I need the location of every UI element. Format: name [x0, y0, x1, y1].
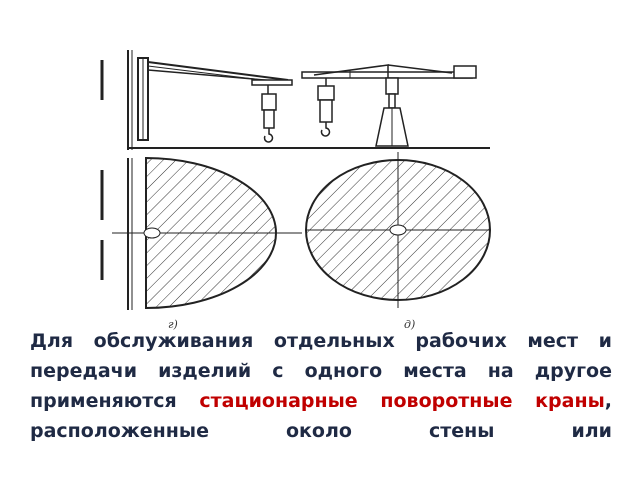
- pillar-crane: [301, 64, 477, 147]
- caption-paragraph: Для обслуживания отдельных рабочих мест …: [30, 326, 612, 446]
- caption-text-part2: , расположенные около стены или: [30, 390, 612, 442]
- crane-diagram: г) д): [100, 50, 491, 330]
- wall-jib-crane: [137, 57, 293, 143]
- service-area-semicircle: [112, 156, 302, 310]
- caption-highlight: стационарные поворотные краны: [199, 390, 605, 412]
- caption-text-part1: Для обслуживания отдельных рабочих мест …: [30, 330, 612, 412]
- service-area-circle: [305, 152, 491, 308]
- figure-label-right: д): [404, 318, 415, 330]
- wall: [100, 50, 133, 310]
- figure-label-left: г): [168, 318, 178, 330]
